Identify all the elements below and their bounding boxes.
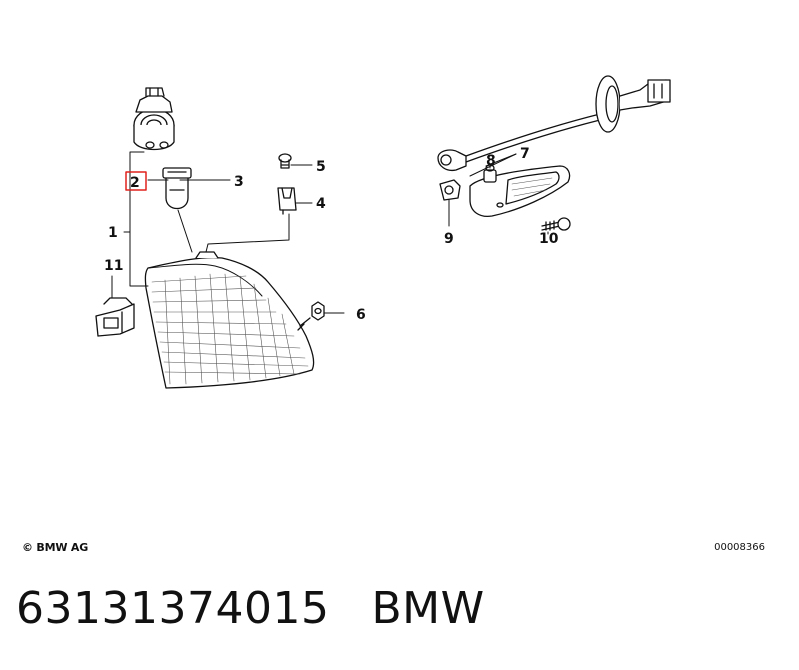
- callout-9: 9: [444, 231, 454, 247]
- bulb: [162, 167, 192, 210]
- screw-5: [278, 153, 292, 169]
- screw-10: [541, 217, 571, 231]
- callout-4: 4: [316, 196, 326, 212]
- callout-11: 11: [104, 258, 123, 274]
- footer-title: 63131374015 BMW: [16, 583, 485, 634]
- callout-6: 6: [356, 307, 366, 323]
- diagram-id: 00008366: [714, 542, 765, 553]
- copyright-notice: © BMW AG: [22, 541, 89, 554]
- bulb-socket: [133, 87, 175, 151]
- clip-nut-4: [277, 187, 297, 215]
- callout-7: 7: [520, 146, 530, 162]
- wiring-harness: [437, 75, 671, 172]
- parts-diagram: 1 2 3 4 5 6 7 8 9 10 11: [95, 75, 671, 389]
- nut-6: [311, 301, 325, 321]
- part-number: 63131374015: [16, 583, 330, 634]
- callout-1: 1: [108, 225, 118, 241]
- callout-2-highlight: [125, 171, 147, 191]
- callout-8: 8: [486, 153, 496, 169]
- leader-lines: [111, 151, 549, 314]
- turn-signal-lens: [144, 251, 315, 389]
- bracket-11: [95, 297, 135, 337]
- brand-name: BMW: [371, 583, 485, 634]
- callout-10: 10: [539, 231, 559, 247]
- callout-5: 5: [316, 159, 326, 175]
- socket-9: [439, 179, 461, 201]
- callout-2: 2: [130, 175, 140, 191]
- callout-3: 3: [234, 174, 244, 190]
